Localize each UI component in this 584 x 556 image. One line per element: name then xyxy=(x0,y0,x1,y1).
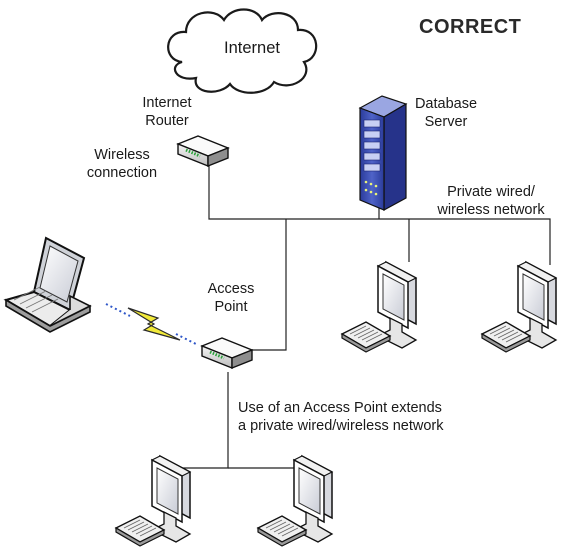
access-point-icon xyxy=(200,336,254,370)
workstation-icon xyxy=(481,261,557,353)
access-point-note: Use of an Access Point extends a private… xyxy=(238,400,444,434)
access-point-label: Access Point xyxy=(207,281,255,315)
cloud-icon xyxy=(167,8,318,94)
network-cables xyxy=(160,166,551,469)
wireless-connection-label: Wireless connection xyxy=(86,147,158,181)
workstation-icon xyxy=(115,455,191,547)
router-icon xyxy=(176,134,230,168)
internet-label: Internet xyxy=(224,39,280,57)
database-server-label: Database Server xyxy=(414,96,478,130)
database-server-icon xyxy=(358,95,408,212)
diagram-title: CORRECT xyxy=(419,16,522,38)
private-network-label: Private wired/ wireless network xyxy=(437,184,545,218)
router-label: Internet Router xyxy=(142,95,192,129)
wireless-lightning-icon xyxy=(105,303,197,345)
workstation-icon xyxy=(341,261,417,353)
workstation-icon xyxy=(257,455,333,547)
laptop-icon xyxy=(3,236,92,333)
